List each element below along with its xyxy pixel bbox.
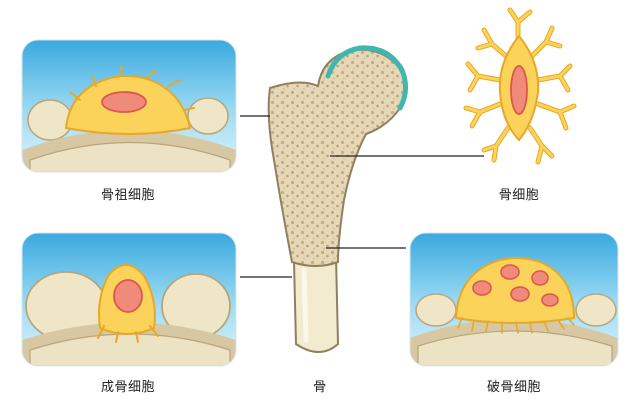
label-osteoprogenitor: 骨祖细胞 bbox=[101, 184, 155, 203]
bone-illustration bbox=[269, 48, 406, 352]
osteoprogenitor-nucleus bbox=[102, 92, 146, 112]
osteoblast-panel bbox=[22, 233, 236, 366]
label-osteoblast: 成骨细胞 bbox=[101, 376, 155, 395]
osteocyte-nucleus bbox=[511, 66, 527, 114]
label-osteoclast: 破骨细胞 bbox=[487, 376, 541, 395]
osteocyte-cell bbox=[466, 10, 574, 162]
label-bone: 骨 bbox=[313, 376, 327, 395]
osteoclast-panel bbox=[410, 233, 618, 366]
osteoprogenitor-panel bbox=[22, 40, 236, 172]
osteoblast-nucleus bbox=[114, 280, 142, 312]
label-osteocyte: 骨细胞 bbox=[499, 184, 540, 203]
